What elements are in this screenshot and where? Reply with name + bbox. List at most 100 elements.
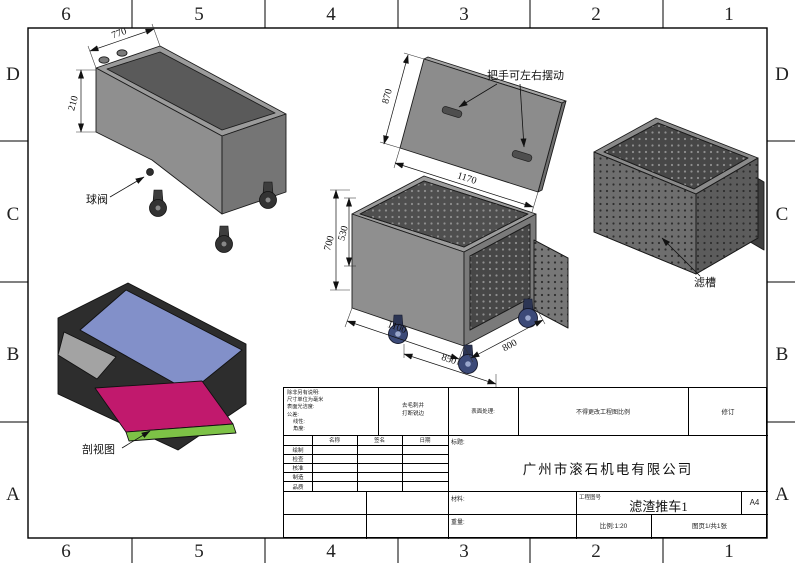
maincart-door-opening-perforation xyxy=(469,223,531,331)
zone-row-label: D xyxy=(6,64,20,85)
caster-wheel xyxy=(259,181,277,209)
dim-text-1170: 1170 xyxy=(456,170,478,187)
zone-col-label: 2 xyxy=(591,4,601,25)
section-view: 剖视图 xyxy=(57,282,247,456)
sig-row-drawn: 绘制 xyxy=(292,448,304,454)
zone-row-label: A xyxy=(6,484,20,505)
zone-col-label: 5 xyxy=(194,541,204,562)
filter-basket-view: 滤槽 xyxy=(593,117,765,289)
basket-right-perforation xyxy=(695,157,759,275)
ball-valve-callout: 球阀 xyxy=(86,176,145,206)
filter-trough-callout: 滤槽 xyxy=(661,237,716,289)
sig-row-mfg: 制造 xyxy=(292,475,304,481)
zone-col-label: 1 xyxy=(724,541,734,562)
zone-col-label: 3 xyxy=(459,541,469,562)
cart-front-left-face xyxy=(95,67,223,215)
sig-row-approved: 核准 xyxy=(292,466,304,472)
section-face-green xyxy=(125,423,237,442)
sig-row-qa: 品质 xyxy=(292,485,304,491)
zone-col-label: 2 xyxy=(591,541,601,562)
dim-text-700: 700 xyxy=(322,235,337,252)
basket-opening-perforation xyxy=(603,122,749,190)
handle-note-callout: 把手可左右摆动 xyxy=(458,68,564,148)
zone-labels-bottom: 6 5 4 3 2 1 xyxy=(61,541,734,562)
title-label: 标题: xyxy=(451,440,465,446)
zone-col-label: 1 xyxy=(724,4,734,25)
ball-valve-label: 球阀 xyxy=(86,192,108,206)
dimension-210: 210 xyxy=(66,69,96,133)
main-cart-view: 700 530 1100 850 800 xyxy=(322,175,569,388)
zone-row-label: C xyxy=(776,204,789,225)
deburr-note: 去毛刺并 打断锐边 xyxy=(378,402,448,418)
maincart-door-perforation xyxy=(533,239,569,329)
zone-labels-top: 6 5 4 3 2 1 xyxy=(61,4,734,25)
zone-col-label: 5 xyxy=(194,4,204,25)
section-face-gray xyxy=(57,331,117,380)
panel-handle xyxy=(441,106,463,118)
panel-handle xyxy=(511,150,533,162)
dim-text-530: 530 xyxy=(336,225,351,242)
drawing-number: 滤渣推车1 xyxy=(629,499,688,514)
zone-col-label: 6 xyxy=(61,4,71,25)
dim-text-870: 870 xyxy=(380,88,395,105)
weight-label: 重量: xyxy=(451,520,465,526)
zone-row-label: C xyxy=(7,204,20,225)
dimension-530: 530 xyxy=(336,197,356,267)
caster-wheel xyxy=(149,189,167,217)
zone-col-label: 3 xyxy=(459,4,469,25)
handle-note-label: 把手可左右摆动 xyxy=(487,68,564,82)
dim-text-850: 850 xyxy=(440,352,458,367)
zone-row-label: D xyxy=(775,64,789,85)
dimension-850: 850 xyxy=(403,344,497,388)
sig-header-name: 名称 xyxy=(328,438,340,444)
section-view-callout: 剖视图 xyxy=(82,430,151,456)
sig-header-date: 日期 xyxy=(419,438,431,444)
sheet-info: 图页1/共1张 xyxy=(691,523,728,530)
caster-wheel-blue xyxy=(458,344,478,374)
maincart-opening-perforation xyxy=(359,180,529,248)
lifting-lug xyxy=(116,49,128,57)
deburr-note-line: 去毛刺并 xyxy=(401,403,424,409)
cart-opening xyxy=(106,51,276,131)
tolerance-note-line: 尺寸单位为毫米 xyxy=(287,397,324,404)
tolerance-note-line: 表面光洁度: xyxy=(287,404,315,411)
sig-row-checked: 检查 xyxy=(292,457,304,463)
zone-col-label: 6 xyxy=(61,541,71,562)
zone-labels-right: D C B A xyxy=(775,64,789,505)
ball-valve xyxy=(146,168,154,176)
dim-text-800: 800 xyxy=(501,337,519,354)
dim-text-770: 770 xyxy=(110,26,128,41)
section-view-label: 剖视图 xyxy=(82,442,115,456)
scale-label: 比例:1:20 xyxy=(599,523,628,530)
tolerance-note-line: 角度: xyxy=(293,426,305,433)
zone-row-label: B xyxy=(776,344,789,365)
finish-note: 表面处理: xyxy=(471,409,495,415)
dim-text-210: 210 xyxy=(66,95,81,112)
material-label: 材料: xyxy=(451,497,465,503)
dimension-770: 770 xyxy=(87,23,161,69)
tolerance-note: 除非另有说明: 尺寸单位为毫米 表面光洁度: 公差: 线性: 角度: xyxy=(287,390,375,433)
no-scale-note: 不得更改工程图比例 xyxy=(575,410,630,416)
lifting-lug xyxy=(98,56,110,64)
sig-header-signature: 签名 xyxy=(373,438,385,444)
title-block: 除非另有说明: 尺寸单位为毫米 表面光洁度: 公差: 线性: 角度: 去毛刺并 … xyxy=(283,387,768,539)
cart-isometric-view: 球阀 770 210 xyxy=(66,23,287,253)
tolerance-note-line: 公差: xyxy=(287,411,299,418)
zone-col-label: 4 xyxy=(326,4,336,25)
handle-panel-view: 870 1170 把手可左右摆动 xyxy=(379,52,567,213)
zone-row-label: B xyxy=(7,344,20,365)
revision-label: 修订 xyxy=(721,409,735,416)
dimension-870: 870 xyxy=(379,52,425,149)
deburr-note-line: 打断锐边 xyxy=(401,411,424,417)
tolerance-note-line: 线性: xyxy=(293,418,305,425)
dimension-700: 700 xyxy=(322,189,350,291)
dwg-no-label: 工程图号 xyxy=(579,495,602,501)
company-name: 广州市滚石机电有限公司 xyxy=(522,462,694,477)
filter-trough-label: 滤槽 xyxy=(694,276,716,289)
zone-labels-left: D C B A xyxy=(6,64,20,505)
caster-wheel xyxy=(215,225,233,253)
zone-row-label: A xyxy=(775,484,789,505)
